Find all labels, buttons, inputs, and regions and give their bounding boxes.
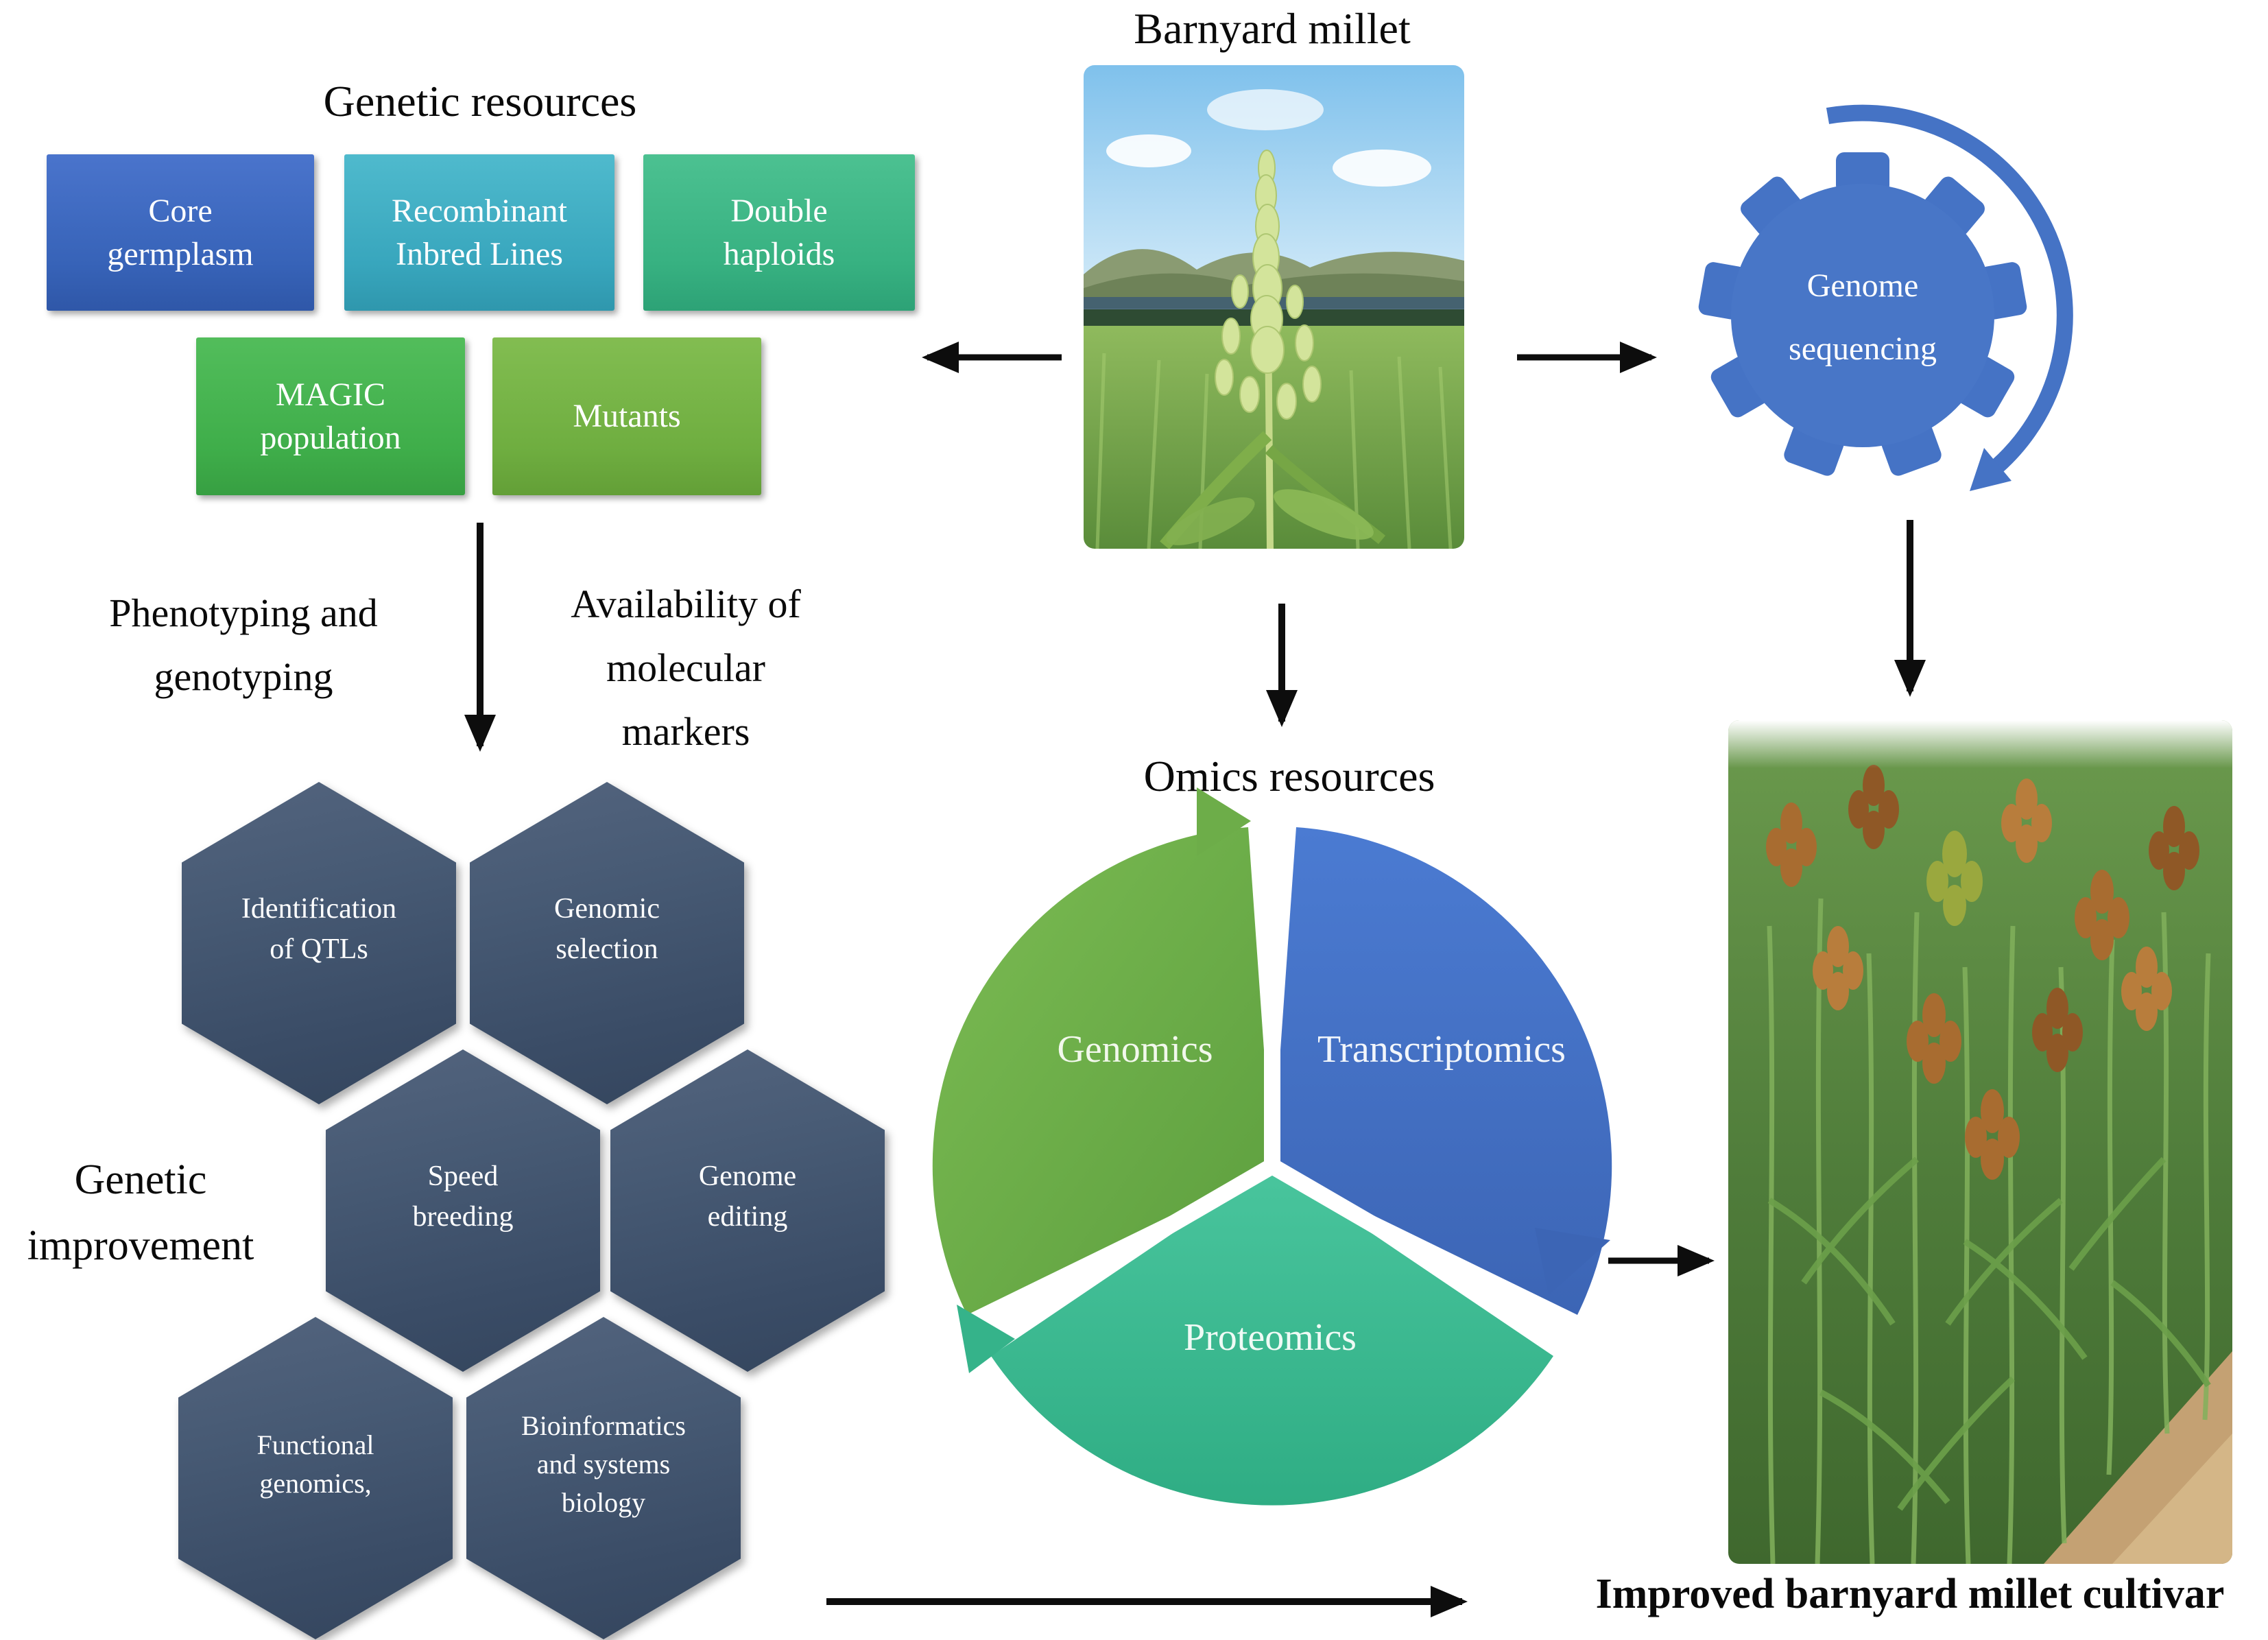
hex-speed-breeding-line-1: Speed <box>427 1161 499 1193</box>
barnyard-millet-photo <box>1084 65 1464 549</box>
hex-genomic-selection-line-1: Genomic <box>554 893 660 925</box>
omics-genomics-arrowhead <box>1197 787 1251 856</box>
box-core-germplasm-line-2: germplasm <box>107 236 254 272</box>
gear-cycle-arrow <box>1826 104 2073 472</box>
gear-cycle-arrowhead <box>1970 448 2012 491</box>
omics-transcriptomics-arrowhead <box>1535 1228 1610 1295</box>
hex-qtls-line-1: Identification <box>241 893 397 925</box>
box-magic-line-1: MAGIC <box>275 376 385 413</box>
hex-functional-genomics-line-2: genomics, <box>259 1468 372 1499</box>
genetic-improvement-line-2: improvement <box>27 1222 254 1270</box>
box-magic-population: MAGIC population <box>196 337 465 495</box>
hex-bioinformatics-line-1: Bioinformatics <box>521 1410 686 1441</box>
hex-bioinformatics-line-2: and systems <box>536 1449 671 1479</box>
box-core-germplasm: Core germplasm <box>47 154 314 311</box>
hexagon-bioinformatics-systems-biology: Bioinformatics and systems biology <box>466 1317 741 1639</box>
omics-genomics-label: Genomics <box>1057 1028 1213 1071</box>
hexagon-functional-genomics: Functional genomics, <box>178 1317 453 1639</box>
box-dh-line-2: haploids <box>723 236 835 272</box>
box-ril-line-2: Inbred Lines <box>396 236 563 272</box>
hex-genomic-selection-line-2: selection <box>556 934 658 965</box>
phenotyping-genotyping-label: Phenotyping and genotyping <box>38 582 449 709</box>
gear-label-line-1: Genome <box>1807 268 1919 304</box>
barnyard-millet-photo-art <box>1084 65 1464 549</box>
hex-qtls-line-2: of QTLs <box>270 934 368 965</box>
omics-transcriptomics-label: Transcriptomics <box>1317 1028 1566 1071</box>
omics-segment-gaps <box>960 811 1584 1352</box>
improved-cultivar-photo <box>1728 720 2232 1564</box>
hex-genome-editing-line-1: Genome <box>698 1161 797 1193</box>
molecular-markers-label: Availability of molecular markers <box>480 573 892 763</box>
markers-line-2: molecular <box>606 645 765 690</box>
box-mutants: Mutants <box>492 337 761 495</box>
genetic-improvement-line-1: Genetic <box>74 1156 207 1203</box>
genetic-improvement-label: Genetic improvement <box>0 1147 302 1279</box>
omics-segment-proteomics <box>991 1166 1553 1506</box>
box-recombinant-inbred-lines: Recombinant Inbred Lines <box>344 154 614 311</box>
hex-speed-breeding-line-2: breeding <box>412 1201 514 1233</box>
genome-sequencing-gear: Genome sequencing <box>1698 104 2073 491</box>
box-ril-line-1: Recombinant <box>392 192 567 229</box>
hexagon-genome-editing: Genome editing <box>610 1049 885 1372</box>
omics-cycle-chart: Genomics Transcriptomics Proteomics <box>932 787 1612 1506</box>
box-core-germplasm-line-1: Core <box>148 192 213 229</box>
omics-proteomics-label: Proteomics <box>1184 1316 1357 1359</box>
box-double-haploids: Double haploids <box>643 154 915 311</box>
genetic-resources-title: Genetic resources <box>323 77 637 126</box>
phenotyping-line-2: genotyping <box>154 654 333 699</box>
box-dh-line-1: Double <box>730 192 828 229</box>
hexagon-genomic-selection: Genomic selection <box>470 782 744 1104</box>
markers-line-3: markers <box>621 709 750 754</box>
hex-genome-editing-line-2: editing <box>707 1201 788 1233</box>
barnyard-millet-title: Barnyard millet <box>1134 4 1411 53</box>
gear-icon <box>1698 152 2027 476</box>
omics-proteomics-arrowhead <box>957 1305 1015 1373</box>
improved-cultivar-photo-art <box>1728 720 2232 1564</box>
hex-bioinformatics-line-3: biology <box>561 1487 646 1518</box>
omics-segment-transcriptomics <box>1272 827 1612 1315</box>
panicle-clusters <box>1766 765 2199 1180</box>
box-mutants-line-1: Mutants <box>573 398 681 435</box>
omics-resources-title: Omics resources <box>1143 752 1435 800</box>
gear-label-line-2: sequencing <box>1789 331 1937 367</box>
hexagon-speed-breeding: Speed breeding <box>326 1049 600 1372</box>
markers-line-1: Availability of <box>571 582 801 626</box>
box-magic-line-2: population <box>260 420 401 456</box>
phenotyping-line-1: Phenotyping and <box>109 591 378 635</box>
improved-cultivar-caption: Improved barnyard millet cultivar <box>1595 1571 2225 1617</box>
hex-functional-genomics-line-1: Functional <box>256 1429 374 1460</box>
omics-segment-genomics <box>932 827 1272 1315</box>
hexagon-identification-of-qtls: Identification of QTLs <box>182 782 456 1104</box>
